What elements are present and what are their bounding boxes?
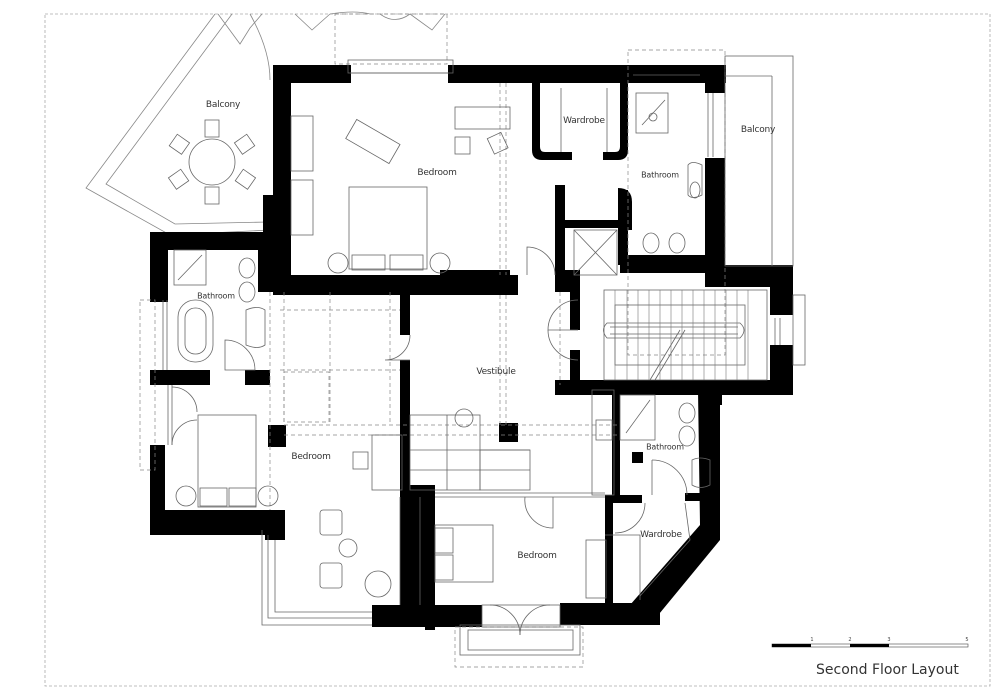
- room-label-vestibule: Vestibule: [476, 367, 516, 377]
- sheet-border: [44, 13, 991, 687]
- scale-tick-2: 2: [848, 637, 852, 643]
- walls: [150, 65, 793, 630]
- furniture: [162, 55, 806, 656]
- room-label-wardrobe-north: Wardrobe: [563, 116, 605, 126]
- room-label-balcony-east: Balcony: [740, 125, 776, 135]
- room-label-wardrobe-south: Wardrobe: [640, 530, 682, 540]
- room-label-bathroom-west: Bathroom: [197, 291, 235, 301]
- dining-table-icon: [167, 119, 257, 205]
- scale-tick-3: 3: [887, 637, 891, 643]
- scale-bar: [771, 643, 969, 648]
- room-label-bathroom-northeast: Bathroom: [641, 170, 679, 180]
- room-label-bathroom-east: Bathroom: [646, 442, 684, 452]
- room-label-balcony-west: Balcony: [205, 100, 241, 110]
- scale-tick-1: 1: [810, 637, 814, 643]
- drawing-title: Second Floor Layout: [816, 662, 959, 678]
- room-label-bedroom-south: Bedroom: [517, 551, 557, 561]
- room-label-bedroom-west: Bedroom: [291, 452, 331, 462]
- room-label-bedroom-north: Bedroom: [417, 168, 457, 178]
- scale-tick-5: 5: [965, 637, 969, 643]
